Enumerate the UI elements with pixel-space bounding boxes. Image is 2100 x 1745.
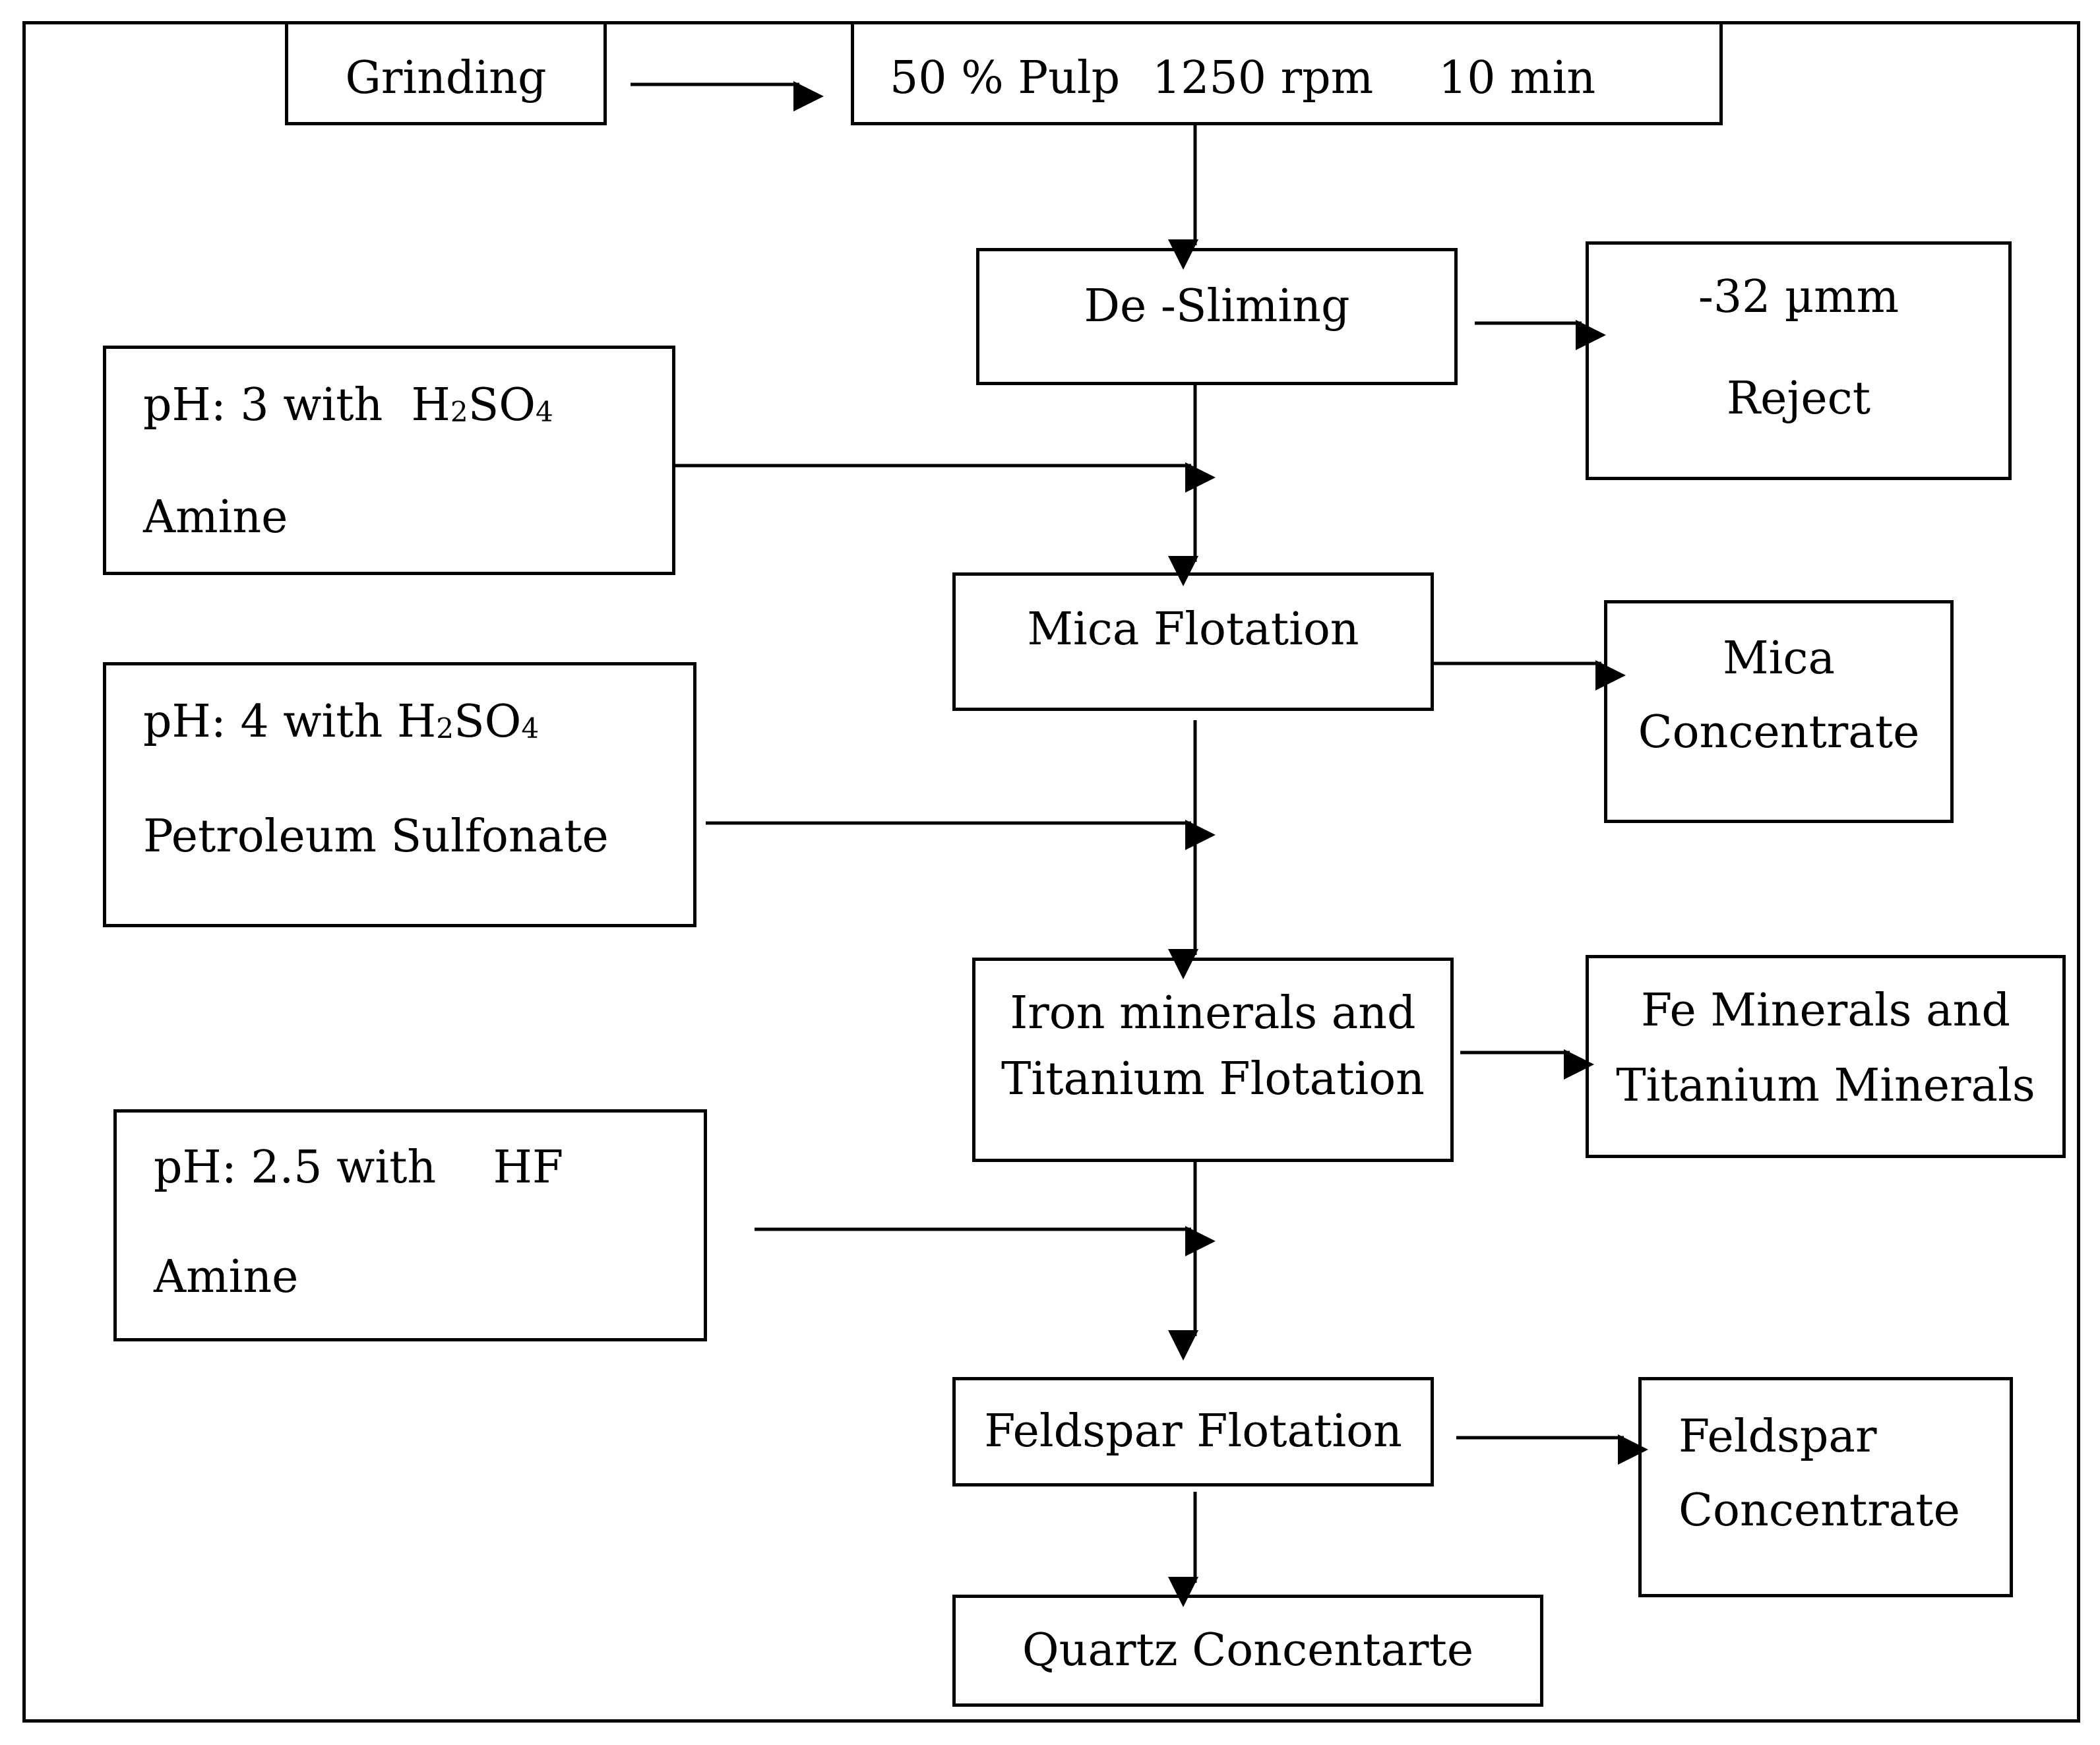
mica-concentrate-line1: Mica [1723,632,1835,685]
feldspar-flotation-label: Feldspar Flotation [984,1405,1402,1457]
feldspar-flotation-box: Feldspar Flotation [952,1377,1434,1486]
mica-concentrate-box: Mica Concentrate [1604,600,1954,823]
reject-label: Reject [1726,373,1871,425]
fe-minerals-line1: Fe Minerals and [1641,985,2010,1037]
reagent-2-acid: H2SO4 [396,696,540,748]
iron-flotation-line1: Iron minerals and [1010,987,1416,1039]
feldspar-concentrate-line2: Concentrate [1679,1485,1960,1537]
reagent-2-ph: pH: 4 with H2SO4 [143,700,539,745]
grinding-label: Grinding [345,52,547,104]
iron-titanium-flotation-box: Iron minerals and Titanium Flotation [972,958,1454,1162]
reagent-3-acid: HF [493,1142,564,1194]
reagent-box-2: pH: 4 with H2SO4 Petroleum Sulfonate [103,662,696,927]
reagent-2-collector: Petroleum Sulfonate [143,811,609,863]
reagent-1-collector: Amine [143,491,288,543]
mica-flotation-label: Mica Flotation [1027,603,1359,656]
reagent-1-acid: H2SO4 [411,379,553,431]
pulp-conditions-box: 50 % Pulp 1250 rpm 10 min [851,21,1723,125]
pulp-speed: 1250 rpm [1152,52,1374,104]
feldspar-concentrate-box: Feldspar Concentrate [1638,1377,2013,1597]
fe-titanium-minerals-box: Fe Minerals and Titanium Minerals [1586,955,2066,1158]
quartz-concentrate-label: Quartz Concentarte [1022,1624,1474,1676]
fe-minerals-line2: Titanium Minerals [1616,1060,2035,1112]
reagent-3-ph-text: pH: 2.5 with [154,1142,437,1194]
desliming-box: De -Sliming [976,248,1458,385]
reagent-2-ph-text: pH: 4 with [143,696,383,748]
reagent-1-ph: pH: 3 with H2SO4 [143,383,553,428]
quartz-concentrate-box: Quartz Concentarte [952,1595,1543,1707]
reagent-1-ph-text: pH: 3 with [143,379,383,431]
pulp-density: 50 % Pulp [890,52,1121,104]
reagent-3-collector: Amine [154,1251,299,1303]
reject-size: -32 µmm [1698,271,1899,323]
grinding-box: Grinding [285,21,607,125]
reject-box: -32 µmm Reject [1586,241,2012,480]
iron-flotation-line2: Titanium Flotation [1001,1053,1425,1105]
desliming-label: De -Sliming [1084,280,1350,332]
reagent-box-3: pH: 2.5 with HF Amine [113,1109,707,1341]
feldspar-concentrate-line1: Feldspar [1679,1411,1877,1463]
pulp-time: 10 min [1438,52,1596,104]
mica-concentrate-line2: Concentrate [1638,706,1920,758]
reagent-3-ph: pH: 2.5 with HF [154,1146,563,1190]
mica-flotation-box: Mica Flotation [952,572,1434,711]
reagent-box-1: pH: 3 with H2SO4 Amine [103,346,675,575]
